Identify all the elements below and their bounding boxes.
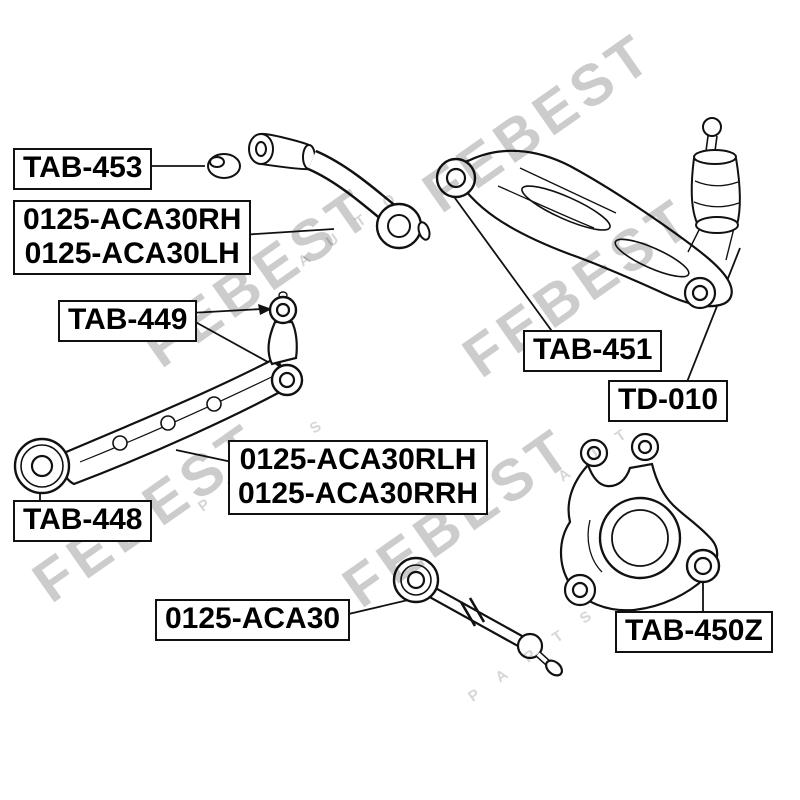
part-number: TAB-448	[23, 503, 143, 536]
part-number: TAB-453	[23, 151, 143, 184]
part-number: 0125-ACA30	[165, 602, 341, 635]
part-label-tab-449: TAB-449	[58, 300, 198, 342]
rear-arm-assembly-illustration	[435, 149, 733, 310]
upper-arm-illustration	[248, 132, 431, 250]
part-number: 0125-ACA30RLH	[239, 443, 477, 476]
part-number: TD-010	[618, 383, 719, 416]
rear-knuckle-illustration	[560, 432, 721, 612]
part-label-0125-aca30rlh-rrh: 0125-ACA30RLH 0125-ACA30RRH	[228, 440, 489, 516]
part-number: 0125-ACA30RRH	[238, 476, 479, 510]
arrowhead	[258, 304, 272, 315]
part-number: TAB-451	[533, 333, 653, 366]
part-label-tab-453: TAB-453	[13, 148, 153, 190]
part-label-0125-aca30rh-lh: 0125-ACA30RH 0125-ACA30LH	[13, 200, 252, 276]
bump-stop-illustration	[687, 117, 741, 261]
trailing-arm-illustration	[13, 358, 300, 495]
part-number: TAB-450Z	[625, 614, 763, 647]
lateral-rod-illustration	[392, 556, 563, 677]
part-label-tab-451: TAB-451	[523, 330, 663, 372]
part-number: TAB-449	[68, 303, 188, 336]
part-label-td-010: TD-010	[608, 380, 729, 422]
part-label-0125-aca30: 0125-ACA30	[155, 599, 351, 641]
part-number: 0125-ACA30LH	[24, 236, 240, 270]
bushing-tab453-illustration	[207, 153, 241, 179]
part-number: 0125-ACA30RH	[23, 203, 242, 236]
arm-assembly-no2-illustration	[267, 291, 304, 397]
part-label-tab-448: TAB-448	[13, 500, 153, 542]
part-label-tab-450z: TAB-450Z	[615, 611, 773, 653]
